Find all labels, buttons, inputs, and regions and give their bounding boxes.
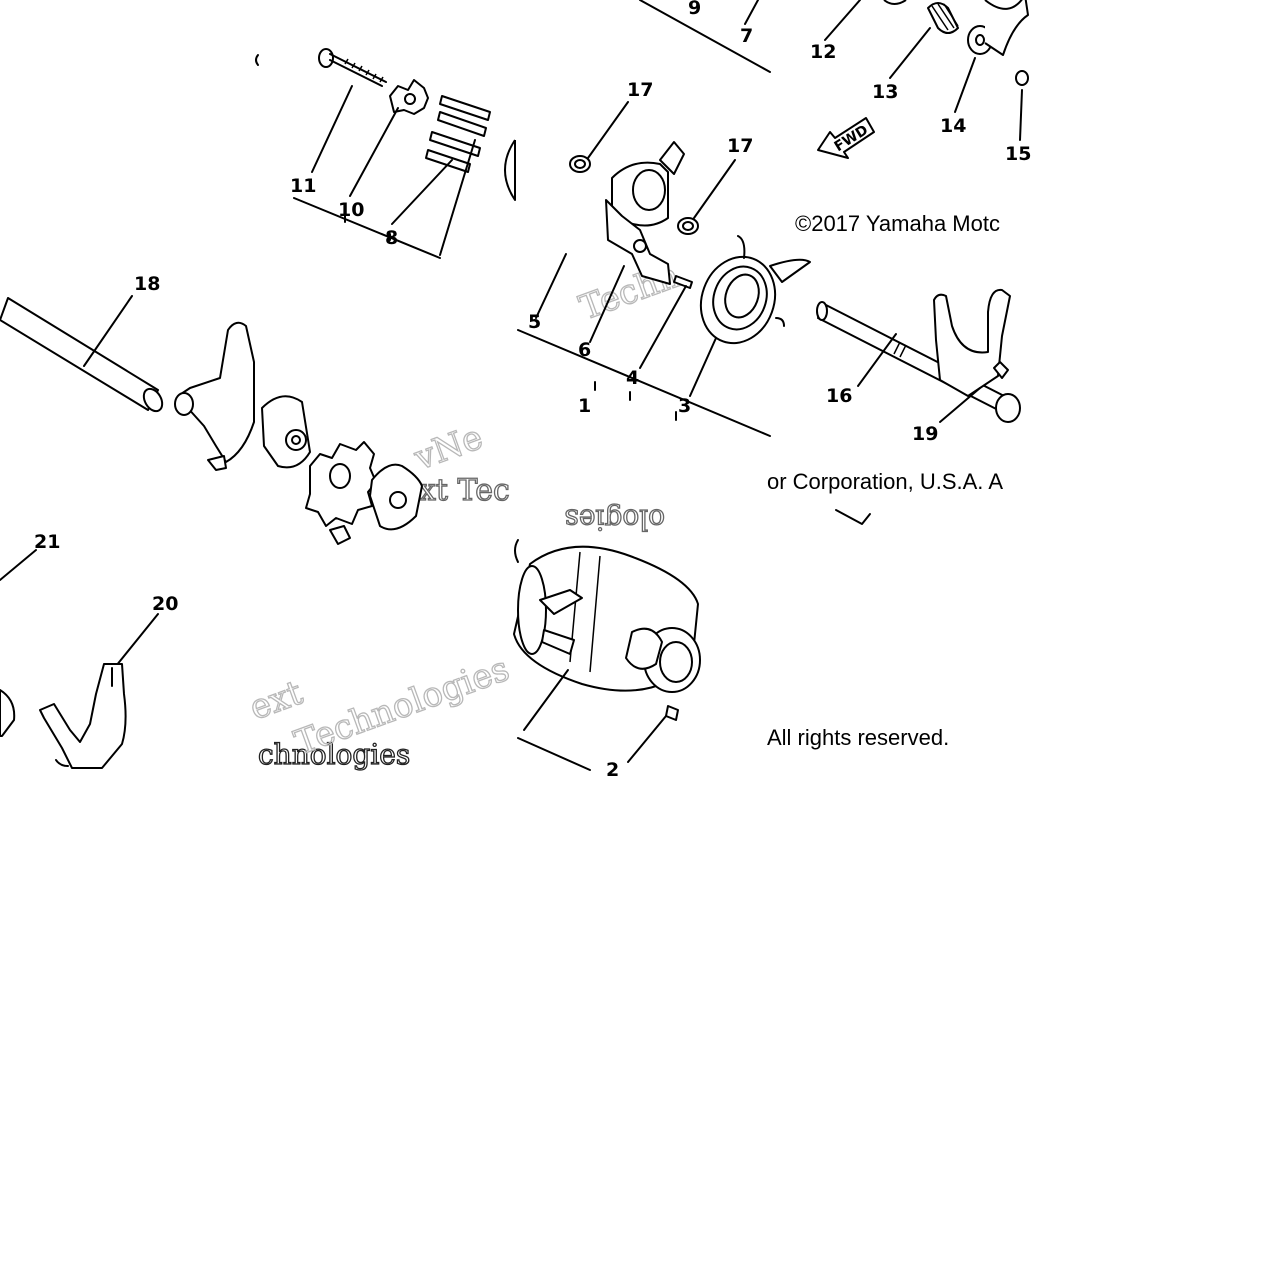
part-number-label: 18 bbox=[134, 273, 160, 295]
forward-arrow-icon: FWD bbox=[817, 117, 875, 159]
clip-stub bbox=[255, 54, 259, 66]
bolt-11 bbox=[318, 48, 387, 87]
part-number-label: 14 bbox=[940, 115, 966, 137]
leader-11 bbox=[311, 85, 353, 173]
clip-small bbox=[775, 317, 785, 327]
bracket-line-center bbox=[517, 329, 771, 437]
clip-3-detail bbox=[737, 235, 746, 259]
part-number-label: 1 bbox=[578, 395, 591, 417]
leader-8 bbox=[391, 159, 453, 225]
leader-fragment bbox=[835, 509, 871, 525]
leader-1b bbox=[523, 669, 569, 731]
leader-14 bbox=[954, 57, 976, 113]
leader-18 bbox=[83, 295, 133, 367]
part-number-label: 2 bbox=[606, 759, 619, 781]
leader-15 bbox=[1019, 89, 1023, 141]
part-number-label: 21 bbox=[34, 531, 60, 553]
leader-16 bbox=[857, 333, 897, 387]
star-plate-10 bbox=[389, 79, 429, 115]
bracket-ticks bbox=[344, 215, 391, 241]
drum-edge-fragment bbox=[514, 539, 519, 563]
bracket-ticks-center bbox=[594, 381, 677, 421]
drum-segment bbox=[261, 395, 311, 469]
part-number-label: 5 bbox=[528, 311, 541, 333]
nut-15 bbox=[1015, 70, 1029, 86]
guide-bar-18 bbox=[0, 297, 164, 413]
circlip-17-right bbox=[677, 217, 699, 235]
part-number-label: 17 bbox=[627, 79, 653, 101]
part-number-label: 15 bbox=[1005, 143, 1031, 165]
leader-5 bbox=[535, 253, 567, 319]
part-number-label: 12 bbox=[810, 41, 836, 63]
fork-21-fragment bbox=[0, 689, 16, 737]
leader-13 bbox=[889, 27, 931, 79]
watermark-text: ext bbox=[244, 673, 308, 729]
part-number-label: 17 bbox=[727, 135, 753, 157]
part-number-label: 11 bbox=[290, 175, 316, 197]
part-number-label: 8 bbox=[385, 227, 398, 249]
shift-lever-6 bbox=[605, 141, 685, 285]
watermark-text: vNe bbox=[408, 417, 488, 479]
watermark-text: chnologies bbox=[258, 738, 410, 771]
cam-plate-segment bbox=[329, 463, 423, 545]
shift-drum-1 bbox=[513, 545, 701, 693]
shift-fork-center bbox=[174, 321, 255, 471]
copyright-line-3: All rights reserved. bbox=[767, 725, 949, 750]
pins-8 bbox=[425, 95, 491, 173]
part-number-label: 4 bbox=[626, 367, 639, 389]
leader-20 bbox=[939, 387, 981, 423]
spring-13 bbox=[927, 2, 959, 34]
leader-6 bbox=[589, 265, 625, 343]
part-number-label: 7 bbox=[740, 25, 753, 47]
leader-21 bbox=[0, 549, 37, 581]
leader-17b bbox=[693, 159, 736, 219]
watermark-text: ologies bbox=[565, 503, 666, 536]
shift-fork-19 bbox=[39, 663, 127, 769]
part-number-label: 9 bbox=[688, 0, 701, 19]
part-number-label: 13 bbox=[872, 81, 898, 103]
part-number-label: 19 bbox=[912, 423, 938, 445]
shift-arm-fragment bbox=[984, 0, 1029, 56]
leader-2 bbox=[627, 715, 667, 763]
part-number-label: 3 bbox=[678, 395, 691, 417]
leader-19 bbox=[115, 613, 159, 667]
part-number-label: 6 bbox=[578, 339, 591, 361]
star-cam-plate bbox=[305, 441, 377, 527]
bracket-line-bottom bbox=[517, 737, 591, 771]
drum-fragment bbox=[504, 139, 516, 201]
leader-4 bbox=[639, 285, 687, 369]
bracket-line bbox=[293, 197, 441, 259]
leader-3 bbox=[689, 337, 717, 397]
copyright-line-1: ©2017 Yamaha Motc bbox=[795, 211, 1000, 236]
leader-10 bbox=[349, 107, 399, 197]
part-number-label: 10 bbox=[338, 199, 364, 221]
part-12-fragment bbox=[883, 0, 907, 5]
leader-12 bbox=[824, 0, 861, 41]
bracket-line-top bbox=[639, 0, 771, 73]
leader-17a bbox=[587, 101, 629, 159]
shift-fork-20 bbox=[933, 288, 1021, 423]
copyright-line-2: or Corporation, U.S.A. A bbox=[767, 469, 1003, 494]
pin-2 bbox=[665, 705, 679, 721]
circlip-17-left bbox=[569, 155, 591, 173]
part-number-label: 16 bbox=[826, 385, 852, 407]
part-number-label: 20 bbox=[152, 593, 178, 615]
leader-7 bbox=[744, 0, 759, 25]
watermark-group: Techn vNe Next Tec ologies ext chnologie… bbox=[244, 255, 686, 772]
pin-4 bbox=[673, 275, 693, 289]
leader-7b bbox=[439, 139, 476, 256]
oil-seal-3 bbox=[699, 255, 777, 345]
spring-clip bbox=[769, 258, 811, 283]
